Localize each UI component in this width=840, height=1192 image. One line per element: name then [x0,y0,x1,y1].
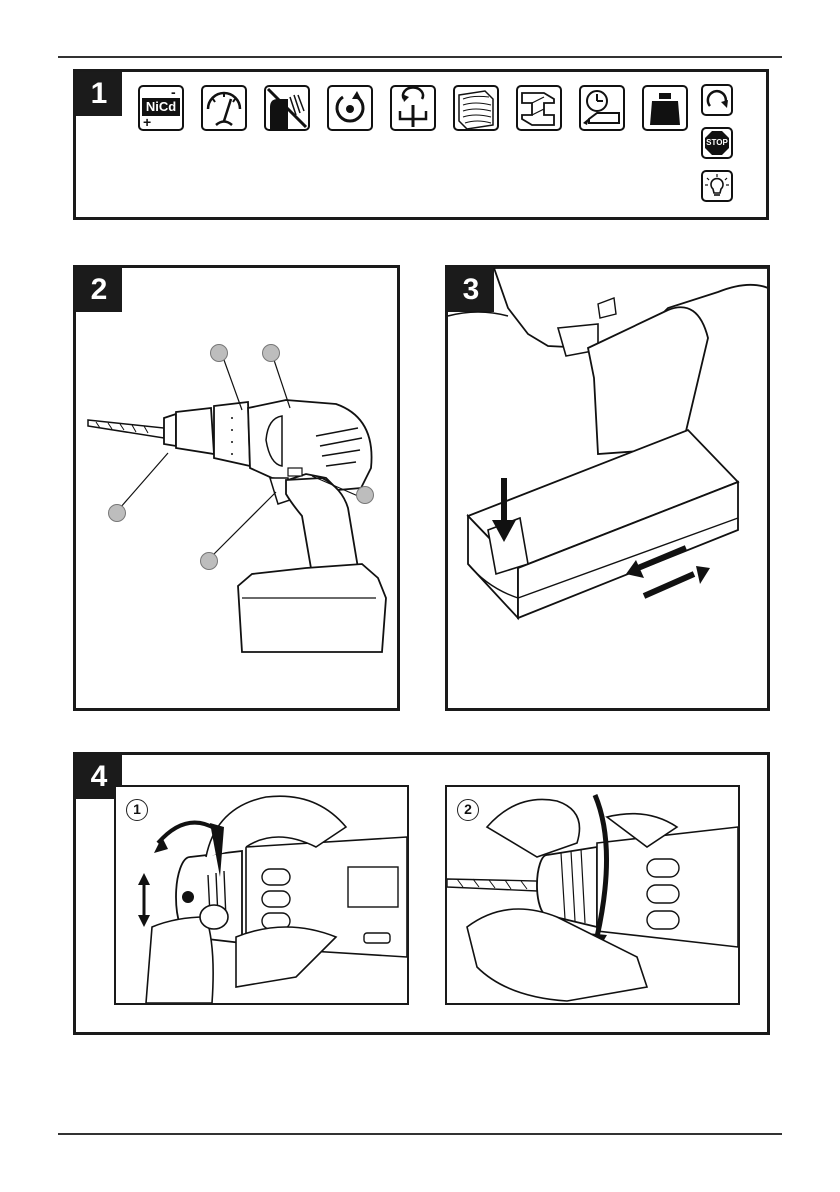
lightbulb-icon [701,170,733,202]
wood-icon [453,85,499,131]
rotation-icon [327,85,373,131]
callout-marker [108,504,126,522]
minus-sign: - [171,84,176,100]
panel-1-icon-legend: 1 NiCd - + [73,69,769,220]
torque-chuck-icon [390,85,436,131]
callout-marker [262,344,280,362]
battery-pack-illustration [448,268,767,708]
gauge-icon [201,85,247,131]
top-rule [58,56,782,58]
stop-icon: STOP [701,127,733,159]
callout-marker [356,486,374,504]
plus-sign: + [143,114,151,130]
step-1-frame: 1 [114,785,409,1005]
weight-icon [642,85,688,131]
callout-marker [200,552,218,570]
stop-label: STOP [701,137,733,149]
panel-4-chuck-operation: 4 1 [73,752,770,1035]
insert-bit-illustration [447,787,738,1003]
metal-beam-icon [516,85,562,131]
loosen-chuck-illustration [116,787,407,1003]
charging-time-icon [579,85,625,131]
no-rain-icon [264,85,310,131]
step-2-frame: 2 [445,785,740,1005]
nicd-battery-icon: NiCd - + [138,85,184,131]
nicd-label: NiCd [142,99,180,115]
panel-number: 1 [76,72,122,116]
panel-3-battery-removal: 3 [445,265,770,711]
drill-side-view-illustration [76,268,397,708]
bottom-rule [58,1133,782,1135]
panel-2-drill-overview: 2 [73,265,400,711]
forward-reverse-icon [701,84,733,116]
callout-marker [210,344,228,362]
